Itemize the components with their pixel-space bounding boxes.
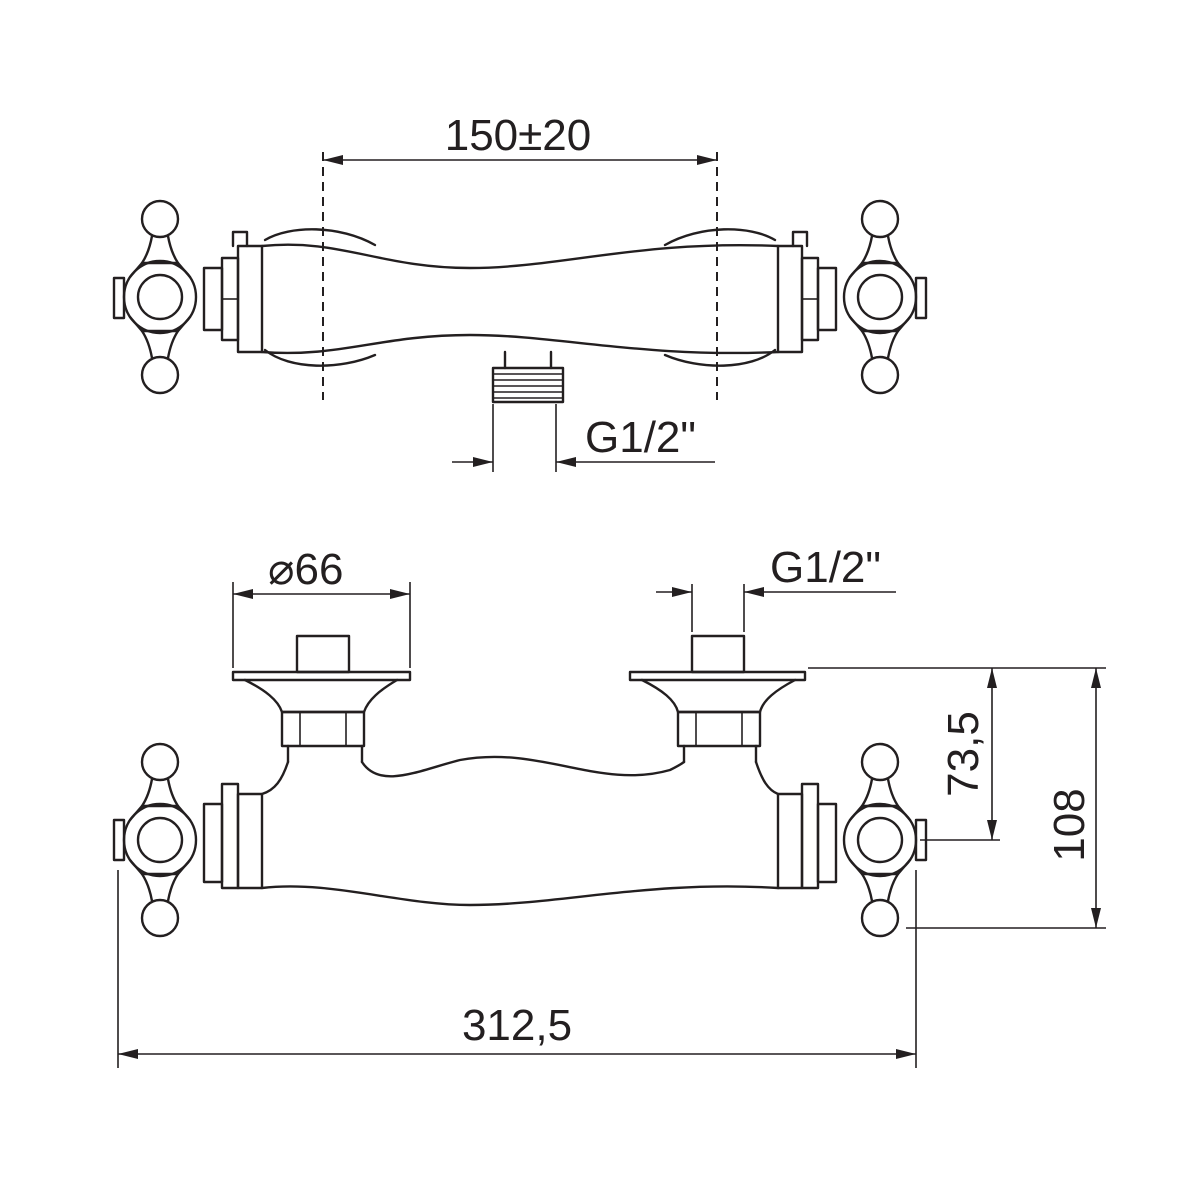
left-cross-handle-icon: [122, 199, 198, 395]
front-left-cross-handle-icon: [122, 742, 198, 938]
dim-center-distance: 150±20: [445, 111, 592, 160]
dim-outlet-height: 73,5: [939, 711, 988, 797]
front-view: ⌀66 G1/2" 73,5 108 312,5: [112, 543, 1106, 1068]
dim-overall-width: 312,5: [462, 1001, 572, 1050]
dim-inlet-thread: G1/2": [770, 543, 881, 592]
dim-outlet-thread: G1/2": [585, 413, 696, 462]
right-cross-handle-icon: [842, 199, 918, 395]
top-view: 150±20 G1/2": [112, 111, 928, 472]
dim-flange-diameter: ⌀66: [268, 545, 343, 594]
dim-total-height: 108: [1045, 788, 1094, 861]
front-right-cross-handle-icon: [842, 742, 918, 938]
